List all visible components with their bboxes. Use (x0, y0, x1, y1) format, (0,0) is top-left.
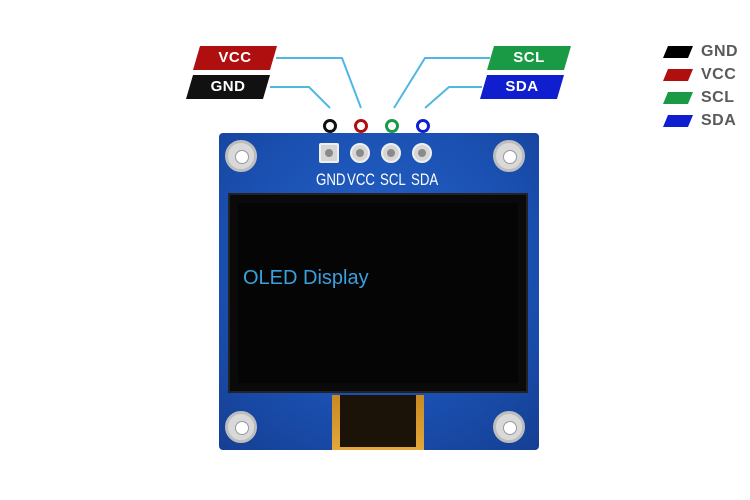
scl-tag-label: SCL (513, 49, 545, 66)
legend-item-scl: SCL (663, 89, 735, 107)
gnd-ring-icon (323, 119, 337, 133)
vcc-tag-label: VCC (218, 49, 252, 66)
pin-label-scl: SCL (380, 170, 406, 189)
sda-tag-label: SDA (505, 78, 539, 95)
vcc-tag: VCC (193, 46, 277, 70)
gnd-tag-label: GND (210, 78, 246, 95)
pin-label-gnd: GND (316, 170, 346, 189)
mount-hole-top-left (225, 140, 257, 172)
scl-tag: SCL (487, 46, 571, 70)
oled-display-label: OLED Display (243, 267, 369, 289)
mount-hole-top-right (493, 140, 525, 172)
legend-item-sda: SDA (663, 112, 736, 130)
mount-hole-bottom-right (493, 411, 525, 443)
sda-ring-icon (416, 119, 430, 133)
legend-swatch-scl (663, 92, 693, 104)
legend-swatch-sda (663, 115, 693, 127)
legend-label: SCL (701, 89, 735, 106)
scl-ring-icon (385, 119, 399, 133)
mount-hole-bottom-left (225, 411, 257, 443)
legend-label: VCC (701, 66, 737, 83)
gnd-tag: GND (186, 75, 270, 99)
vcc-tag-shape (193, 46, 277, 70)
gnd-tag-shape (186, 75, 270, 99)
pin-gnd (319, 143, 339, 163)
flex-ribbon-connector (340, 395, 416, 447)
legend-item-vcc: VCC (663, 66, 736, 84)
pin-scl (381, 143, 401, 163)
sda-tag-shape (480, 75, 564, 99)
legend-label: GND (701, 43, 739, 60)
scl-tag-shape (487, 46, 571, 70)
vcc-ring-icon (354, 119, 368, 133)
sda-tag: SDA (480, 75, 564, 99)
pin-label-sda: SDA (411, 170, 439, 189)
legend-label: SDA (701, 112, 737, 129)
pin-vcc (350, 143, 370, 163)
legend-item-gnd: GND (663, 43, 738, 61)
oled-screen (228, 193, 528, 393)
pin-label-vcc: VCC (347, 170, 376, 189)
legend-swatch-vcc (663, 69, 693, 81)
pin-sda (412, 143, 432, 163)
legend-swatch-gnd (663, 46, 693, 58)
